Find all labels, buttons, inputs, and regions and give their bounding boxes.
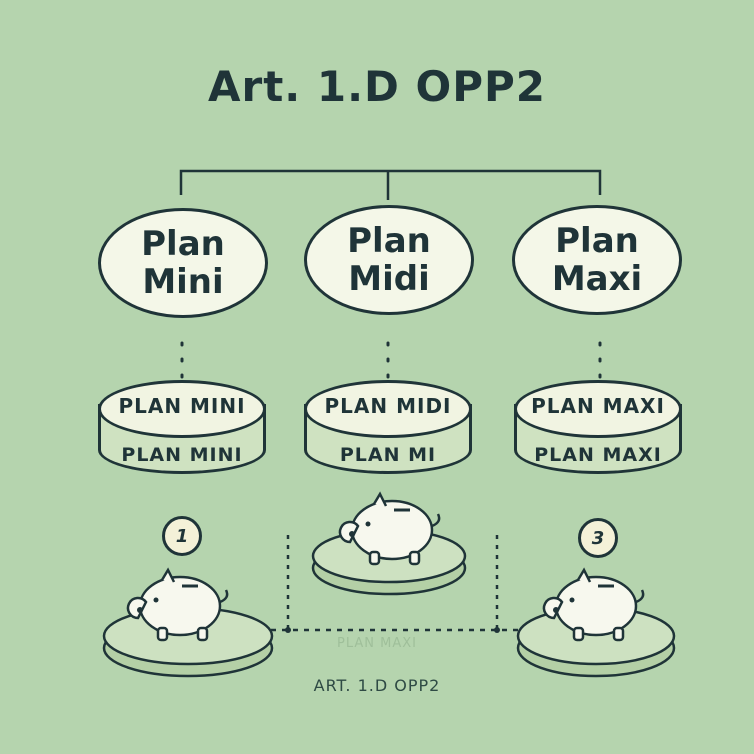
- plan-maxi-line2: Maxi: [551, 259, 643, 299]
- plan-maxi-cylinder-label-top: PLAN MAXI: [531, 394, 665, 418]
- plan-mini-node: Plan Mini: [98, 208, 268, 318]
- plan-mini-line2: Mini: [142, 262, 224, 302]
- plan-midi-cylinder-label-bottom: PLAN MI: [339, 444, 437, 466]
- piggy-bank-icon: [542, 567, 645, 642]
- plan-mini-cylinder-label-bottom: PLAN MINI: [121, 444, 243, 466]
- plan-midi-line1: Plan: [347, 221, 431, 261]
- plan-mini-line1: Plan: [141, 224, 225, 264]
- plan-maxi-cylinder-label-bottom: PLAN MAXI: [534, 444, 662, 466]
- faded-plan-label: PLAN MAXI: [337, 636, 417, 651]
- plan-midi-cylinder-label-top: PLAN MIDI: [324, 394, 452, 418]
- plan-maxi-cylinder: PLAN MAXI PLAN MAXI: [514, 380, 682, 498]
- diagram-title: Art. 1.D OPP2: [207, 62, 547, 111]
- coin-icon-3: 3: [578, 518, 618, 558]
- plan-midi-cylinder: PLAN MIDI PLAN MI: [304, 380, 472, 498]
- top-connector: [179, 169, 602, 195]
- plan-mini-cylinder: PLAN MINI PLAN MINI: [98, 380, 266, 498]
- plan-midi-line2: Midi: [348, 259, 430, 299]
- plan-mini-cylinder-label-top: PLAN MINI: [118, 394, 246, 418]
- coin-icon-1: 1: [162, 516, 202, 556]
- piggy-bank-icon: [338, 491, 441, 566]
- piggy-bank-icon: [126, 567, 229, 642]
- plan-maxi-node: Plan Maxi: [512, 205, 682, 315]
- plan-midi-node: Plan Midi: [304, 205, 474, 315]
- diagram-footer: ART. 1.D OPP2: [313, 676, 441, 695]
- plan-maxi-line1: Plan: [555, 221, 639, 261]
